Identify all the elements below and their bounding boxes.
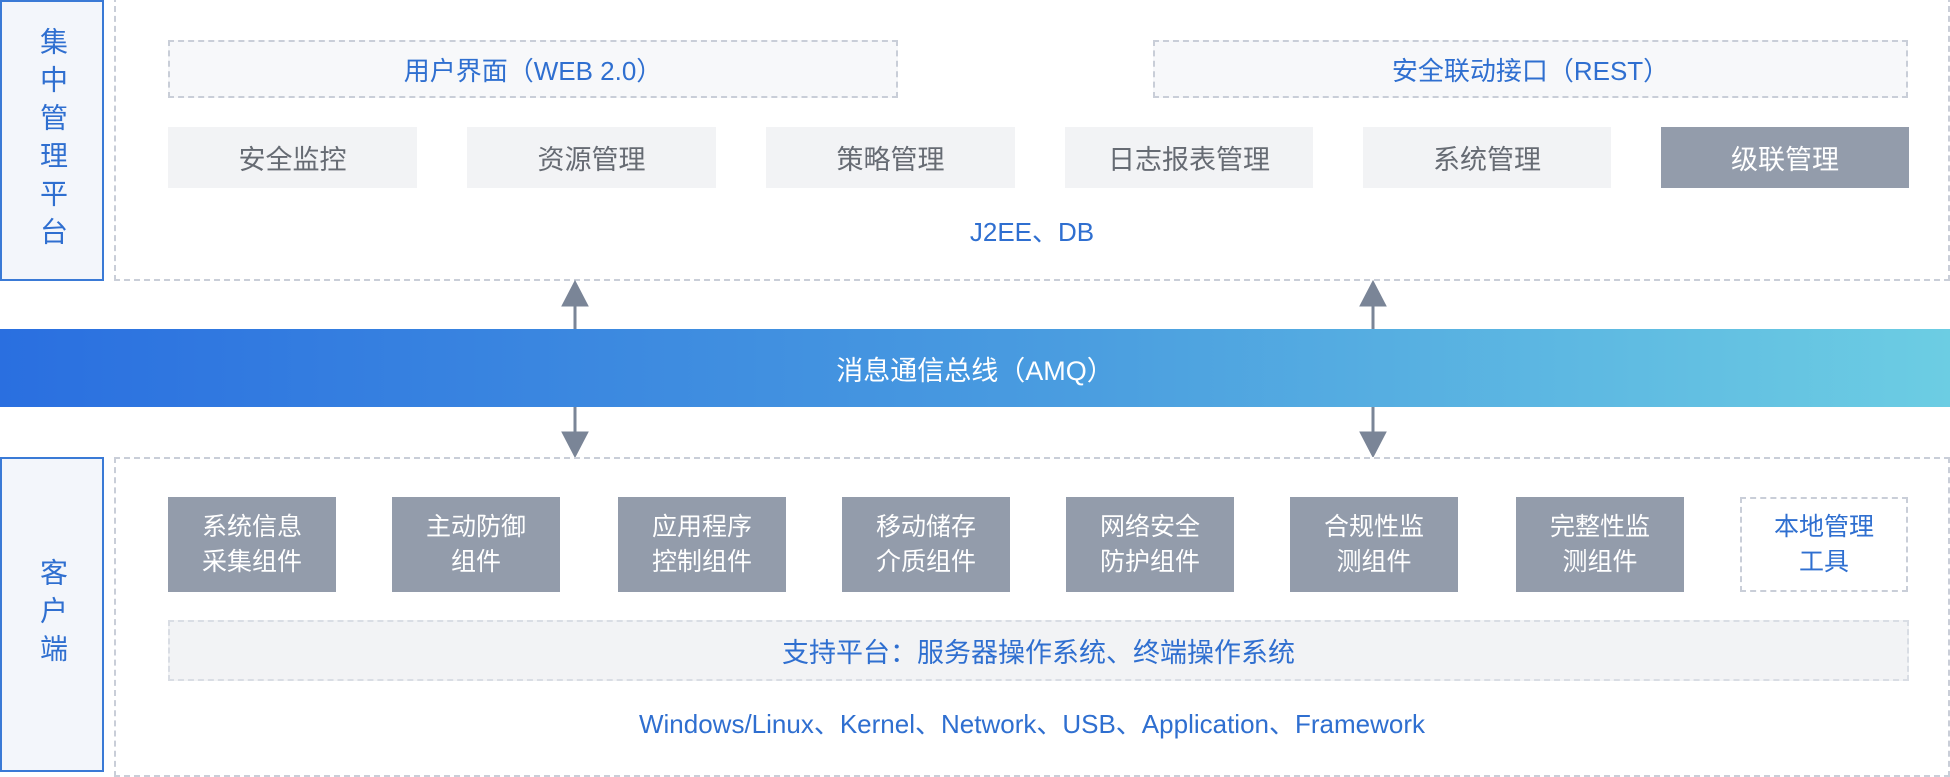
message-bus: 消息通信总线（AMQ） bbox=[0, 329, 1950, 407]
client-module-local-tool: 本地管理 工具 bbox=[1740, 497, 1908, 592]
message-bus-label: 消息通信总线（AMQ） bbox=[836, 355, 1114, 386]
client-tech-text: Windows/Linux、Kernel、Network、USB、Applica… bbox=[638, 708, 1426, 739]
down-arrow-icon bbox=[1359, 431, 1387, 459]
client-module-integrity: 完整性监 测组件 bbox=[1516, 497, 1684, 592]
module-system-management: 系统管理 bbox=[1363, 127, 1611, 188]
down-arrow-icon bbox=[561, 431, 589, 459]
support-platform-bar: 支持平台：服务器操作系统、终端操作系统 bbox=[168, 620, 1909, 681]
web-ui-label: 用户界面（WEB 2.0） bbox=[403, 55, 663, 86]
rest-api-label: 安全联动接口（REST） bbox=[1391, 55, 1670, 86]
module-security-monitoring: 安全监控 bbox=[168, 127, 417, 188]
support-platform-label: 支持平台：服务器操作系统、终端操作系统 bbox=[782, 638, 1295, 668]
client-module-removable-media: 移动储存 介质组件 bbox=[842, 497, 1010, 592]
platform-tech-text: J2EE、DB bbox=[969, 216, 1095, 247]
client-side-label: 客户端 bbox=[0, 457, 104, 772]
module-cascade-management: 级联管理 bbox=[1661, 127, 1909, 188]
module-log-report-management: 日志报表管理 bbox=[1065, 127, 1313, 188]
web-ui-box: 用户界面（WEB 2.0） bbox=[168, 40, 898, 98]
client-module-sysinfo: 系统信息 采集组件 bbox=[168, 497, 336, 592]
module-policy-management: 策略管理 bbox=[766, 127, 1015, 188]
client-module-network-security: 网络安全 防护组件 bbox=[1066, 497, 1234, 592]
up-arrow-icon bbox=[1359, 279, 1387, 307]
client-module-active-defense: 主动防御 组件 bbox=[392, 497, 560, 592]
up-arrow-icon bbox=[561, 279, 589, 307]
platform-side-label: 集中管理平台 bbox=[0, 0, 104, 281]
client-module-app-control: 应用程序 控制组件 bbox=[618, 497, 786, 592]
client-module-compliance: 合规性监 测组件 bbox=[1290, 497, 1458, 592]
rest-api-box: 安全联动接口（REST） bbox=[1153, 40, 1908, 98]
module-resource-management: 资源管理 bbox=[467, 127, 716, 188]
